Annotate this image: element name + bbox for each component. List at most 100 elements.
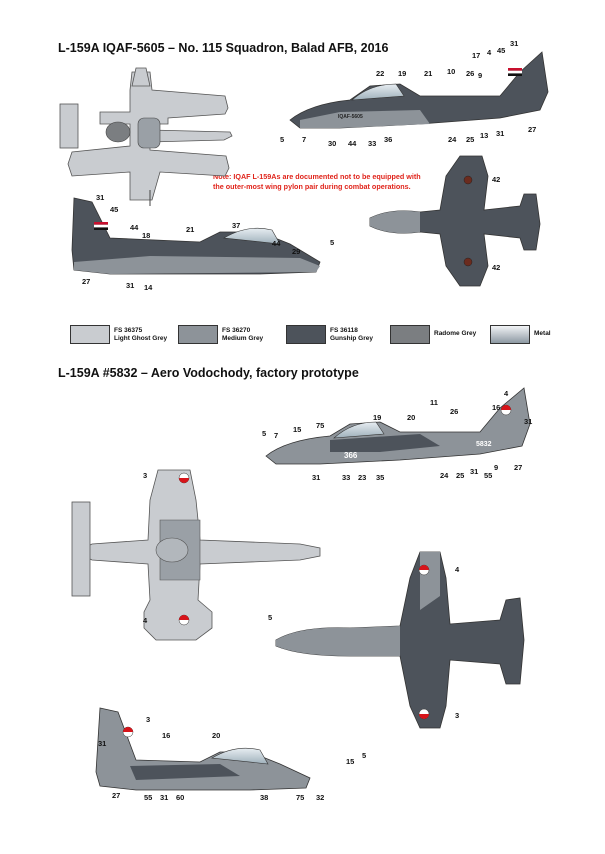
callout-number: 4	[504, 389, 509, 398]
callout-number: 45	[110, 205, 118, 214]
callout-number: 26	[466, 69, 474, 78]
callout-number: 22	[376, 69, 384, 78]
callout-number: 42	[492, 263, 500, 272]
callout-number: 33	[342, 473, 350, 482]
callout-number: 42	[492, 175, 500, 184]
callout-number: 5	[330, 238, 334, 247]
callout-number: 16	[492, 403, 500, 412]
callout-number: 16	[162, 731, 170, 740]
callout-number: 14	[144, 283, 153, 292]
callout-number: 31	[510, 39, 518, 48]
legend-code: Radome Grey	[434, 330, 477, 337]
s2-bottom-view	[275, 551, 525, 729]
callout-number: 31	[160, 793, 168, 802]
callout-number: 31	[496, 129, 504, 138]
callout-number: 17	[472, 51, 480, 60]
callout-number: 13	[480, 131, 488, 140]
callout-number: 24	[448, 135, 457, 144]
callout-number: 31	[98, 739, 106, 748]
s2-code: 366	[344, 451, 358, 460]
swatch	[490, 325, 530, 344]
callout-number: 27	[528, 125, 536, 134]
callout-number: 19	[398, 69, 406, 78]
callout-number: 4	[455, 565, 460, 574]
callout-number: 37	[232, 221, 240, 230]
callout-number: 18	[142, 231, 150, 240]
roundel	[463, 257, 473, 267]
legend-code: Metal	[534, 330, 551, 337]
callout-number: 27	[112, 791, 120, 800]
section1-title: L-159A IQAF-5605 – No. 115 Squadron, Bal…	[58, 41, 389, 55]
callout-number: 21	[186, 225, 194, 234]
callout-number: 23	[358, 473, 366, 482]
callout-number: 30	[328, 139, 336, 148]
callout-number: 21	[424, 69, 432, 78]
callout-number: 26	[450, 407, 458, 416]
callout-number: 24	[440, 471, 449, 480]
s1-side-view-left	[71, 197, 321, 275]
callout-number: 19	[373, 413, 381, 422]
callout-number: 9	[478, 71, 482, 80]
callout-number: 27	[514, 463, 522, 472]
s1-top-view	[59, 67, 233, 206]
callout-number: 75	[316, 421, 324, 430]
callout-number: 29	[292, 247, 300, 256]
callout-number: 36	[384, 135, 392, 144]
s2-side-view-left	[95, 707, 311, 791]
callout-number: 31	[470, 467, 478, 476]
callout-number: 5	[262, 429, 266, 438]
swatch	[390, 325, 430, 344]
roundel	[463, 175, 473, 185]
legend-code: FS 36270	[222, 327, 251, 334]
legend-code: FS 36375	[114, 327, 143, 334]
legend-code: FS 36118	[330, 327, 358, 334]
callout-number: 3	[143, 471, 147, 480]
s2-side-view-right: 366 5832	[265, 387, 531, 465]
callout-number: 60	[176, 793, 184, 802]
callout-number: 15	[346, 757, 354, 766]
callout-number: 44	[272, 239, 281, 248]
s1-side-view-right: IQAF-5605	[289, 51, 549, 129]
swatch	[70, 325, 110, 344]
s2-top-view	[71, 469, 321, 641]
callout-number: 5	[362, 751, 366, 760]
callout-number: 20	[407, 413, 415, 422]
s2-serial: 5832	[476, 441, 492, 448]
callout-number: 4	[143, 616, 148, 625]
callout-number: 31	[524, 417, 532, 426]
callout-number: 3	[146, 715, 150, 724]
s1-serial: IQAF-5605	[338, 114, 363, 120]
callout-number: 10	[447, 67, 455, 76]
callout-number: 15	[293, 425, 301, 434]
callout-number: 20	[212, 731, 220, 740]
callout-number: 9	[494, 463, 498, 472]
callout-number: 55	[144, 793, 152, 802]
pylon-note: Note: IQAF L-159As are documented not to…	[213, 172, 421, 191]
callout-number: 32	[316, 793, 324, 802]
swatch	[178, 325, 218, 344]
callout-number: 11	[430, 398, 438, 407]
callout-number: 5	[268, 613, 272, 622]
s1-bottom-view	[369, 155, 541, 287]
callout-number: 27	[82, 277, 90, 286]
callout-number: 45	[497, 46, 505, 55]
callout-number: 44	[348, 139, 357, 148]
callout-number: 4	[487, 48, 492, 57]
callout-number: 25	[466, 135, 474, 144]
callout-number: 31	[96, 193, 104, 202]
callout-number: 31	[126, 281, 134, 290]
callout-number: 35	[376, 473, 384, 482]
callout-number: 25	[456, 471, 464, 480]
callout-number: 5	[280, 135, 284, 144]
callout-number: 33	[368, 139, 376, 148]
callout-number: 31	[312, 473, 320, 482]
legend-name: Gunship Grey	[330, 335, 373, 342]
callout-number: 7	[274, 431, 278, 440]
callout-number: 3	[455, 711, 459, 720]
legend-name: Medium Grey	[222, 335, 264, 342]
section2-title: L-159A #5832 – Aero Vodochody, factory p…	[58, 366, 359, 380]
callout-number: 7	[302, 135, 306, 144]
swatch	[286, 325, 326, 344]
